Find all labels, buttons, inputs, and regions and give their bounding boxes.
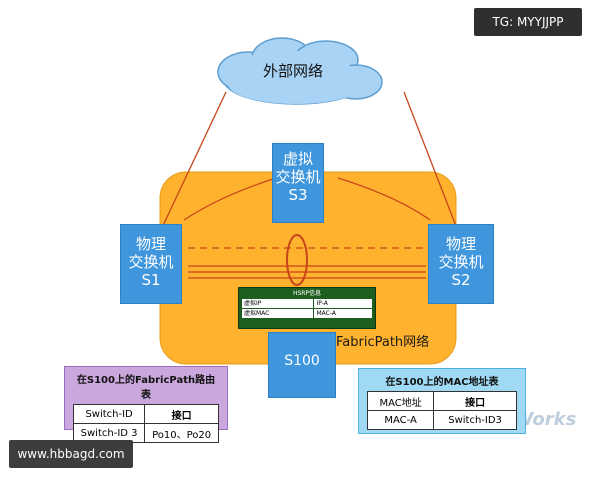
link-s3-s2 [337,177,431,221]
switch-s1-line3: S1 [141,271,161,289]
hsrp-cell: MAC-A [313,308,373,319]
mac-address-table: 在S100上的MAC地址表 MAC地址 接口 MAC-A Switch-ID3 [358,368,526,434]
switch-s2-line2: 交换机 [438,253,484,271]
switch-s3-line1: 虚拟 [282,150,313,168]
switch-s3-line3: S3 [288,186,308,204]
hsrp-cell: 虚拟MAC [240,308,315,319]
switch-s1-line2: 交换机 [128,253,174,271]
uplink-s2 [403,91,457,227]
switch-s100-label: S100 [284,353,320,369]
mac-table-header-cell: MAC地址 [366,391,435,411]
bundle-oval [286,234,308,286]
link-s3-s1 [183,177,277,221]
table-row: Switch-ID 3 Po10、Po20 [72,423,219,443]
route-table-header-cell: Switch-ID [72,404,146,424]
route-table-title: 在S100上的FabricPath路由表 [76,375,216,401]
table-row: Switch-ID 接口 [72,404,219,424]
hsrp-title: HSRP信息 [292,290,322,297]
mac-table-grid: MAC地址 接口 MAC-A Switch-ID3 [366,391,517,430]
table-row: MAC-A Switch-ID3 [366,410,517,430]
hsrp-table: 虚拟IP IP-A 虚拟MAC MAC-A [240,298,373,319]
mac-table-cell: Switch-ID3 [433,410,517,430]
hsrp-cell: 虚拟IP [240,298,315,309]
switch-s100-box[interactable]: S100 [268,332,336,398]
table-row: MAC地址 接口 [366,391,517,411]
table-row: 虚拟MAC MAC-A [240,308,373,319]
switch-s2-line1: 物理 [445,235,476,253]
switch-s2-line3: S2 [451,271,471,289]
watermark-top-right: TG: MYYJJPP [474,8,582,36]
fabricpath-route-table: 在S100上的FabricPath路由表 Switch-ID 接口 Switch… [64,366,228,443]
uplink-s1 [159,91,227,233]
switch-s2-box[interactable]: 物理 交换机 S2 [428,224,494,304]
mac-table-cell: MAC-A [366,410,435,430]
fabricpath-network-label: FabricPath网络 [336,335,430,350]
route-table-grid: Switch-ID 接口 Switch-ID 3 Po10、Po20 [72,404,219,443]
hsrp-cell: IP-A [313,298,373,309]
switch-s3-line2: 交换机 [275,168,321,186]
cloud-label: 外部网络 [262,62,323,80]
switch-s3-box[interactable]: 虚拟 交换机 S3 [272,143,324,223]
switch-s1-box[interactable]: 物理 交换机 S1 [120,224,182,304]
cloud-shape [217,37,383,105]
hsrp-info-box: HSRP信息 虚拟IP IP-A 虚拟MAC MAC-A [238,287,376,329]
route-table-header-cell: 接口 [144,404,219,424]
route-table-cell: Po10、Po20 [144,423,219,443]
mac-table-header-cell: 接口 [433,391,517,411]
table-row: 虚拟IP IP-A [240,298,373,309]
mac-table-title: 在S100上的MAC地址表 [385,377,499,388]
switch-s1-line1: 物理 [135,235,166,253]
watermark-bottom-left: www.hbbagd.com [9,440,133,468]
